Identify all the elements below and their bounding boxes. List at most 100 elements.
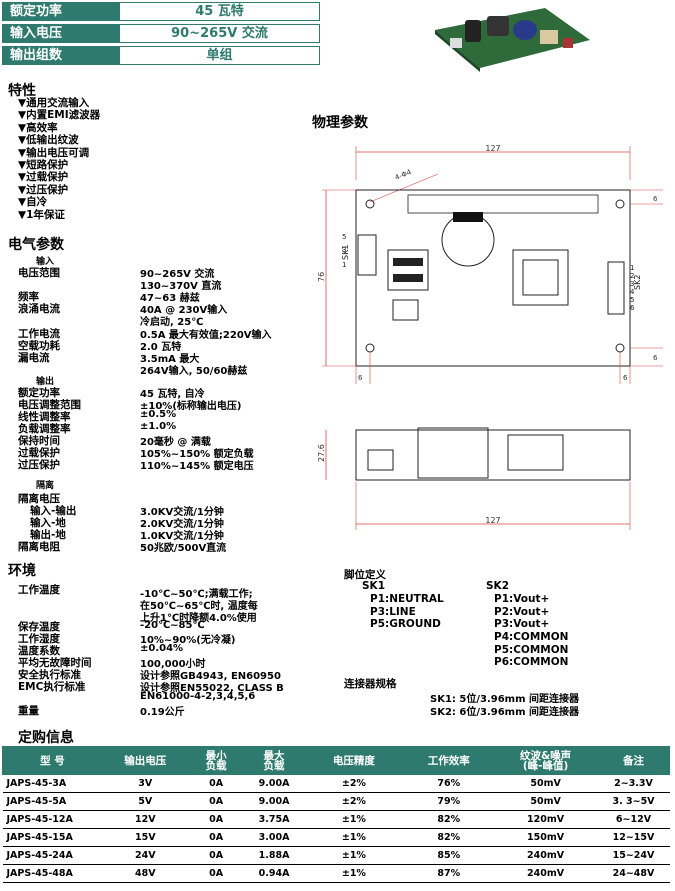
- param-value: -10℃~50℃;满载工作;: [140, 589, 253, 600]
- table-cell: 3.75A: [244, 810, 304, 829]
- table-cell: 50mV: [493, 792, 598, 811]
- table-cell: ±1%: [304, 810, 404, 829]
- param-value: 0.19公斤: [140, 707, 185, 718]
- table-cell: 87%: [403, 864, 494, 883]
- sk2-pin: P2:Vout+: [494, 606, 550, 618]
- table-cell: ±2%: [304, 792, 404, 811]
- table-cell: 15V: [102, 828, 189, 847]
- param-label: 空载功耗: [18, 340, 60, 352]
- table-cell: JAPS-45-24A: [2, 846, 103, 865]
- param-label: 温度系数: [18, 645, 60, 657]
- table-cell: 0A: [188, 864, 245, 883]
- param-value: 设计参照GB4943, EN60950: [140, 671, 281, 682]
- param-label: 负载调整率: [18, 423, 71, 435]
- param-value: 264V输入, 50/60赫兹: [140, 366, 248, 377]
- param-value: 上升1℃时降额4.0%使用: [140, 613, 257, 624]
- electrical-title: 电气参数: [8, 237, 64, 253]
- table-cell: 9.00A: [244, 774, 304, 793]
- param-value: 110%~145% 额定电压: [140, 461, 254, 472]
- order-table: 型 号 输出电压 最小 负载 最大 负载 电压精度 工作效率 纹波&噪声 (峰-…: [2, 746, 670, 883]
- list-item: ▼短路保护: [18, 159, 69, 172]
- dim-width-label: 127: [485, 516, 500, 525]
- spec-row-input-voltage: 输入电压 90~265V 交流: [2, 24, 320, 43]
- table-cell: 3.00A: [244, 828, 304, 847]
- column-header: 最小 负载: [187, 746, 245, 775]
- spec-label: 额定功率: [2, 2, 119, 21]
- param-value: 2.0 瓦特: [140, 342, 182, 353]
- table-cell: 24V: [102, 846, 189, 865]
- sk1-title: SK1: [362, 580, 386, 592]
- list-item: ▼过压保护: [18, 183, 69, 196]
- param-value: 10%~90%(无冷凝): [140, 635, 236, 646]
- sk1-pin-label: 1: [342, 261, 346, 269]
- table-cell: 3V: [102, 774, 189, 793]
- param-label: 隔离电阻: [18, 541, 60, 553]
- param-label: 浪涌电流: [18, 303, 60, 315]
- sk2-label: SK2: [633, 275, 642, 290]
- param-label: 输入-输出: [30, 505, 77, 517]
- param-label: 重量: [18, 705, 39, 717]
- sk2-pin: P3:Vout+: [494, 618, 550, 630]
- param-label: 平均无故障时间: [18, 657, 92, 669]
- param-value: ±10%(标称输出电压): [140, 401, 242, 412]
- product-photo: [435, 8, 590, 72]
- sk1-pin-label: 3: [342, 246, 346, 254]
- connector-spec: SK2: 6位/3.96mm 间距连接器: [430, 707, 579, 718]
- table-cell: 24~48V: [597, 864, 670, 883]
- table-cell: 1.88A: [244, 846, 304, 865]
- table-cell: 0A: [188, 828, 245, 847]
- connector-title: 连接器规格: [344, 678, 397, 690]
- param-value: 105%~150% 额定负载: [140, 449, 254, 460]
- table-cell: ±2%: [304, 774, 404, 793]
- param-value: ±0.5%: [140, 409, 177, 420]
- column-header: 最大 负载: [243, 746, 305, 775]
- order-title: 定购信息: [18, 730, 74, 746]
- sk2-pin: P5:COMMON: [494, 644, 569, 656]
- table-cell: JAPS-45-5A: [2, 792, 103, 811]
- table-cell: JAPS-45-3A: [2, 774, 103, 793]
- param-label: 工作电流: [18, 328, 60, 340]
- sk2-pin-label: 5: [630, 296, 634, 304]
- param-label: 输入-地: [30, 517, 66, 529]
- param-label: 线性调整率: [18, 411, 71, 423]
- param-value: -20℃~85℃: [140, 620, 205, 631]
- input-subtitle: 输入: [36, 257, 55, 267]
- sk1-pin: P1:NEUTRAL: [370, 593, 444, 605]
- table-cell: 6~12V: [597, 810, 670, 829]
- sk2-pin: P4:COMMON: [494, 631, 569, 643]
- spec-value: 90~265V 交流: [119, 24, 320, 43]
- param-label: 额定功率: [18, 387, 60, 399]
- table-cell: 240mV: [493, 846, 598, 865]
- column-header: 工作效率: [403, 746, 495, 775]
- dim-width-label: 127: [485, 144, 500, 153]
- table-cell: 15~24V: [597, 846, 670, 865]
- sk2-title: SK2: [486, 580, 510, 592]
- table-cell: 0A: [188, 810, 245, 829]
- column-header: 输出电压: [101, 746, 189, 775]
- param-value: 1.0KV交流/1分钟: [140, 531, 224, 542]
- list-item: ▼内置EMI滤波器: [18, 109, 101, 122]
- dim-offset-label: 6: [358, 374, 363, 382]
- column-header: 纹波&噪声 (峰-峰值): [493, 746, 599, 775]
- table-cell: ±1%: [304, 846, 404, 865]
- param-value: 100,000小时: [140, 659, 206, 670]
- sk1-pin: P3:LINE: [370, 606, 416, 618]
- table-cell: JAPS-45-48A: [2, 864, 103, 883]
- param-label: 安全执行标准: [18, 669, 81, 681]
- param-value: EN61000-4-2,3,4,5,6: [140, 691, 256, 702]
- table-cell: 5V: [102, 792, 189, 811]
- param-value: 2.0KV交流/1分钟: [140, 519, 224, 530]
- param-value: 20毫秒 @ 满载: [140, 437, 211, 448]
- param-value: ±0.04%: [140, 643, 184, 654]
- pinout-title: 脚位定义: [344, 569, 386, 581]
- param-label: 频率: [18, 291, 39, 303]
- table-cell: ±1%: [304, 828, 404, 847]
- table-cell: 9.00A: [244, 792, 304, 811]
- param-value: 47~63 赫兹: [140, 293, 200, 304]
- param-value: 50兆欧/500V直流: [140, 543, 227, 554]
- param-value: 130~370V 直流: [140, 281, 222, 292]
